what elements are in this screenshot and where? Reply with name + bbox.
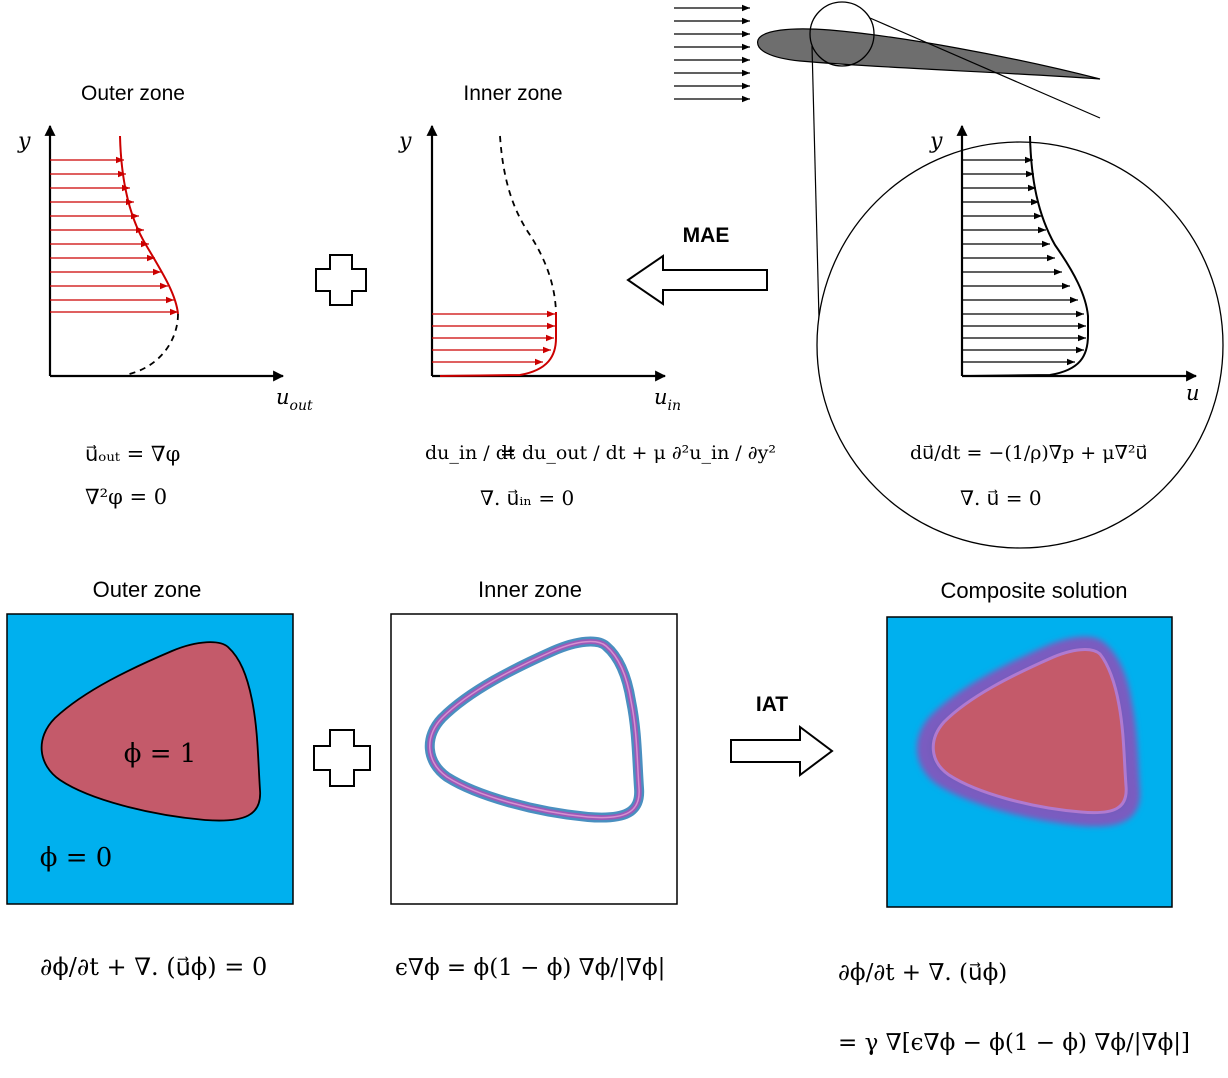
bottom-outer-title: Outer zone xyxy=(93,577,202,602)
inner-equation-2: ∇. u⃗ᵢₙ = 0 xyxy=(480,486,574,510)
top-outer-title: Outer zone xyxy=(81,82,185,105)
outer-x-label: uout xyxy=(276,385,313,414)
ns-x-label: u xyxy=(1186,381,1200,405)
inner-velocity-arrows xyxy=(432,310,555,366)
airfoil-shape xyxy=(757,28,1101,80)
inner-y-label: y xyxy=(398,129,412,154)
inner-equation-1-rhs: = du_out / dt + μ ∂²u_in / ∂y² xyxy=(500,442,776,464)
zoom-line-left xyxy=(811,45,821,359)
phi-zero-label: ϕ = 0 xyxy=(40,843,113,873)
composite-equation-1: ∂ϕ/∂t + ∇. (u⃗ϕ) xyxy=(838,960,1007,986)
ns-equation-2: ∇. u⃗ = 0 xyxy=(960,486,1042,510)
mae-label: MAE xyxy=(683,224,730,247)
composite-title: Composite solution xyxy=(940,578,1127,603)
inner-x-label: uin xyxy=(654,385,681,414)
ns-y-label: y xyxy=(929,129,943,154)
composite-diffuse-interface xyxy=(916,636,1141,827)
outer-equation-1: u⃗ₒᵤₜ = ∇φ xyxy=(85,442,180,466)
ns-velocity-profile xyxy=(969,135,1089,377)
ns-equation-1: du⃗/dt = −(1/ρ)∇p + μ∇²u⃗ xyxy=(910,442,1148,464)
outer-velocity-arrows xyxy=(50,156,178,316)
outer-axes xyxy=(44,124,285,382)
freestream-arrows xyxy=(674,4,750,103)
phi-one-label: ϕ = 1 xyxy=(124,739,197,769)
bottom-inner-title: Inner zone xyxy=(478,577,582,602)
inner-interface-equation: ϵ∇ϕ = ϕ(1 − ϕ) ∇ϕ/|∇ϕ| xyxy=(395,955,665,981)
magnifier-circle xyxy=(809,1,875,67)
outer-equation-2: ∇²φ = 0 xyxy=(85,485,167,509)
zoom-line-right xyxy=(869,17,1101,119)
phi-one-region xyxy=(40,641,261,822)
iat-arrow xyxy=(730,725,834,777)
iat-label: IAT xyxy=(756,693,788,716)
plus-sign-bottom xyxy=(313,729,371,787)
outer-advection-equation: ∂ϕ/∂t + ∇. (u⃗ϕ) = 0 xyxy=(40,953,267,981)
outer-profile-extension xyxy=(124,313,179,376)
outer-velocity-profile xyxy=(119,135,179,315)
interface-layer xyxy=(424,636,645,823)
inner-profile-extension xyxy=(499,135,557,313)
zoom-circle xyxy=(816,141,1224,549)
inner-equation-1-lhs: du_in / dt xyxy=(425,442,516,464)
outer-y-label: y xyxy=(17,129,31,154)
top-inner-title: Inner zone xyxy=(463,82,562,105)
composite-equation-2: = γ ∇[ϵ∇ϕ − ϕ(1 − ϕ) ∇ϕ/|∇ϕ|] xyxy=(838,1030,1190,1056)
inner-velocity-profile xyxy=(439,312,557,377)
plus-sign-top xyxy=(315,254,367,306)
ns-velocity-arrows xyxy=(962,156,1086,366)
mae-arrow xyxy=(626,254,768,306)
